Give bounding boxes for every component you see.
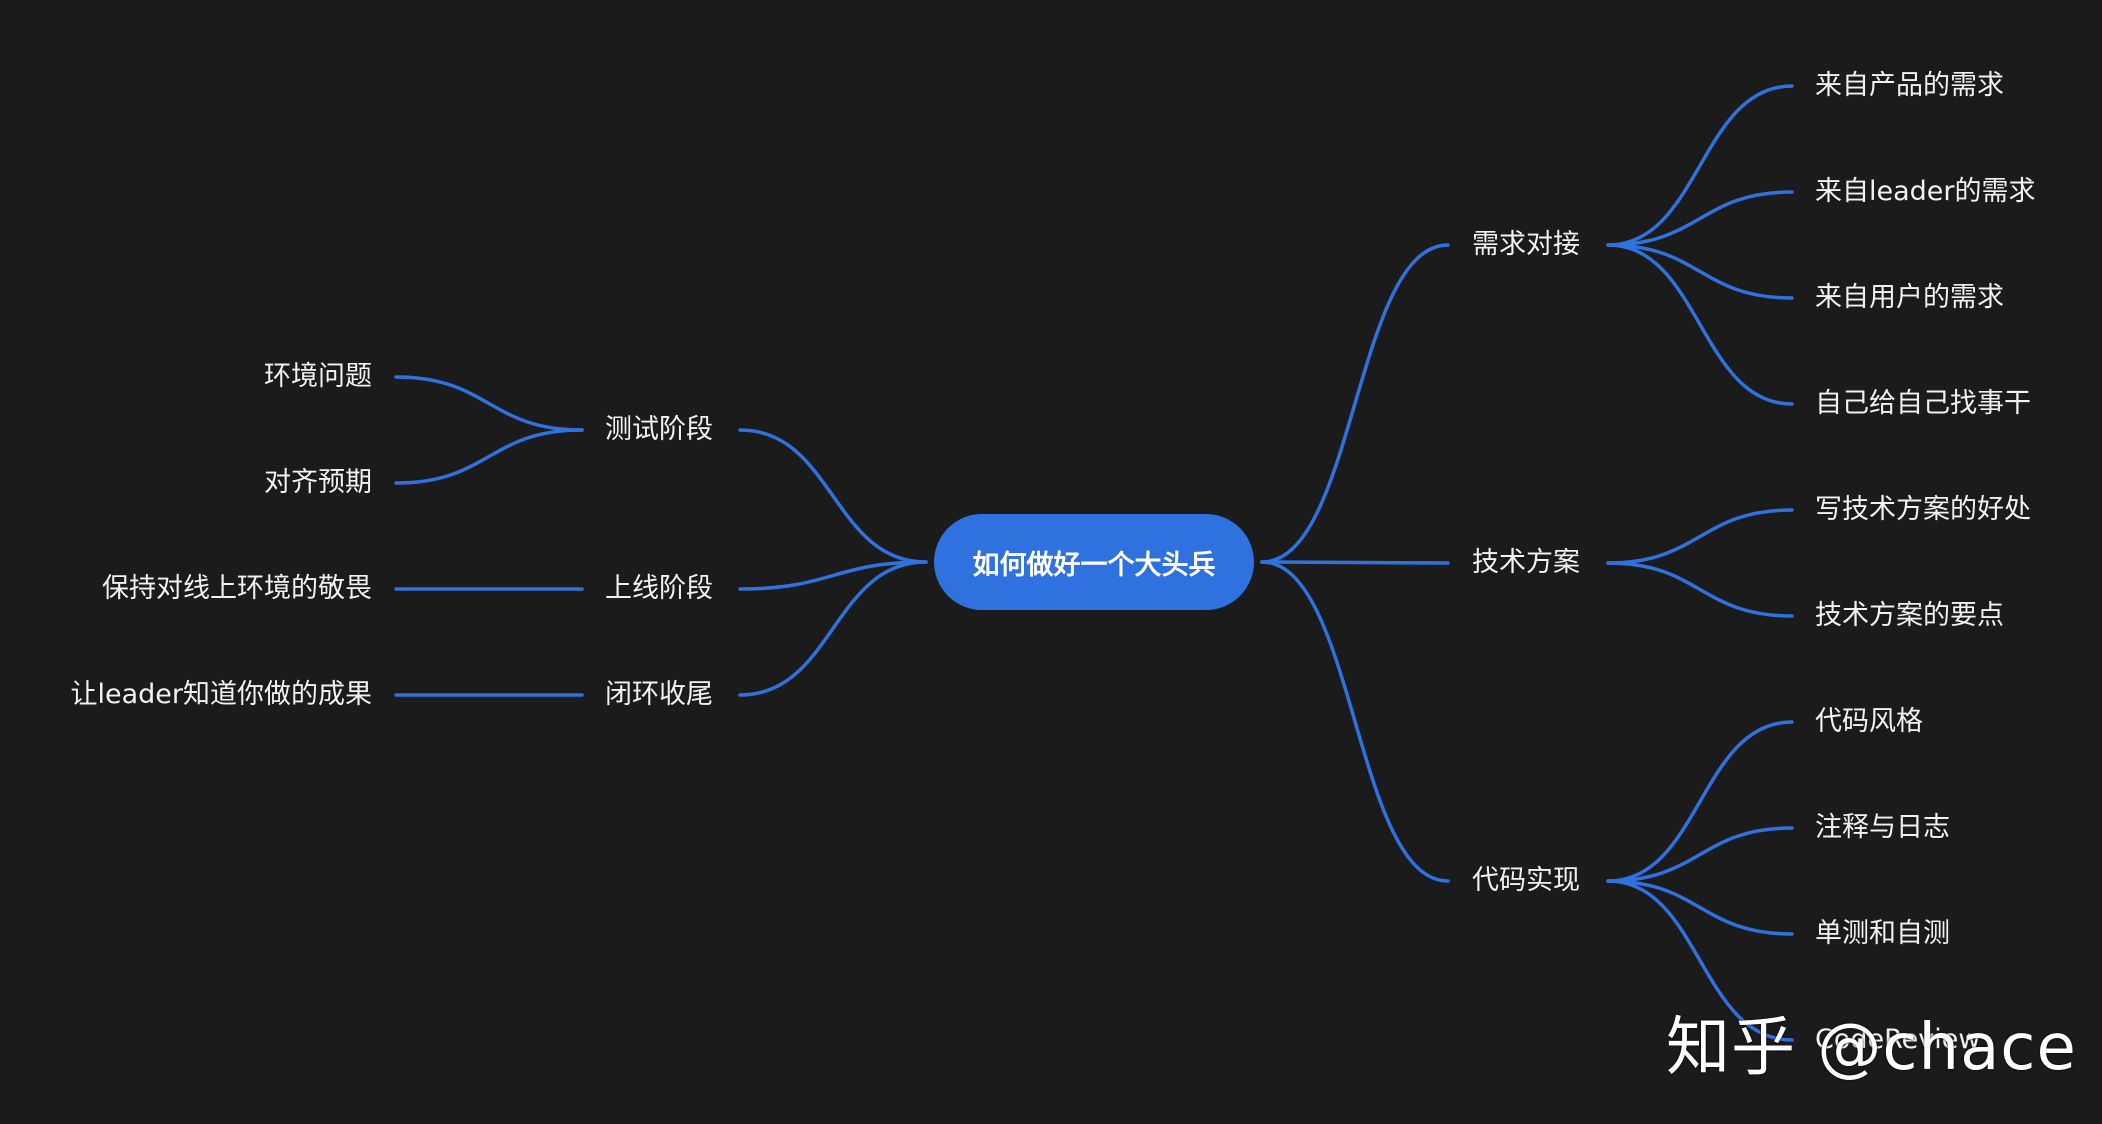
root-node[interactable]: 如何做好一个大头兵 bbox=[934, 514, 1254, 610]
branch-closure[interactable]: 闭环收尾 bbox=[605, 679, 713, 710]
leaf-self-initiated[interactable]: 自己给自己找事干 bbox=[1815, 388, 2031, 419]
leaf-respect-production[interactable]: 保持对线上环境的敬畏 bbox=[102, 573, 372, 604]
connector-implementation-leaf-3 bbox=[1606, 879, 1794, 1042]
connector-root-testing bbox=[738, 428, 928, 564]
branch-requirements[interactable]: 需求对接 bbox=[1472, 229, 1580, 260]
connector-implementation-leaf-0 bbox=[1606, 720, 1794, 883]
connector-root-release bbox=[738, 560, 928, 591]
leaf-user-requirements[interactable]: 来自用户的需求 bbox=[1815, 282, 2004, 313]
leaf-unit-tests[interactable]: 单测和自测 bbox=[1815, 918, 1950, 949]
connector-requirements-leaf-2 bbox=[1606, 243, 1794, 300]
connector-implementation-leaf-1 bbox=[1606, 826, 1794, 883]
connector-requirements-leaf-3 bbox=[1606, 243, 1794, 406]
leaf-align-expectations[interactable]: 对齐预期 bbox=[264, 467, 372, 498]
connector-requirements-leaf-0 bbox=[1606, 84, 1794, 247]
leaf-code-review[interactable]: CodeReview bbox=[1815, 1024, 1981, 1055]
connector-testing-leaf-0 bbox=[394, 375, 584, 432]
leaf-show-results[interactable]: 让leader知道你做的成果 bbox=[70, 679, 372, 710]
connector-implementation-leaf-2 bbox=[1606, 879, 1794, 936]
connector-root-requirements bbox=[1260, 243, 1450, 564]
connector-root-implementation bbox=[1260, 560, 1450, 883]
branch-tech-design[interactable]: 技术方案 bbox=[1472, 547, 1580, 578]
leaf-comments-logs[interactable]: 注释与日志 bbox=[1815, 812, 1950, 843]
connector-testing-leaf-1 bbox=[394, 428, 584, 485]
connector-tech-design-leaf-1 bbox=[1606, 561, 1794, 618]
connector-requirements-leaf-1 bbox=[1606, 190, 1794, 247]
branch-testing[interactable]: 测试阶段 bbox=[605, 414, 713, 445]
connector-root-closure bbox=[738, 560, 928, 697]
leaf-design-benefits[interactable]: 写技术方案的好处 bbox=[1815, 494, 2031, 525]
leaf-leader-requirements[interactable]: 来自leader的需求 bbox=[1815, 176, 2036, 207]
connector-tech-design-leaf-0 bbox=[1606, 508, 1794, 565]
branch-release[interactable]: 上线阶段 bbox=[605, 573, 713, 604]
leaf-design-key-points[interactable]: 技术方案的要点 bbox=[1815, 600, 2004, 631]
leaf-code-style[interactable]: 代码风格 bbox=[1815, 706, 1923, 737]
zhihu-watermark: 知乎 @chace bbox=[1666, 1011, 2077, 1085]
connector-root-tech-design bbox=[1260, 560, 1450, 565]
branch-implementation[interactable]: 代码实现 bbox=[1472, 865, 1580, 896]
leaf-product-requirements[interactable]: 来自产品的需求 bbox=[1815, 70, 2004, 101]
leaf-environment-issues[interactable]: 环境问题 bbox=[264, 361, 372, 392]
